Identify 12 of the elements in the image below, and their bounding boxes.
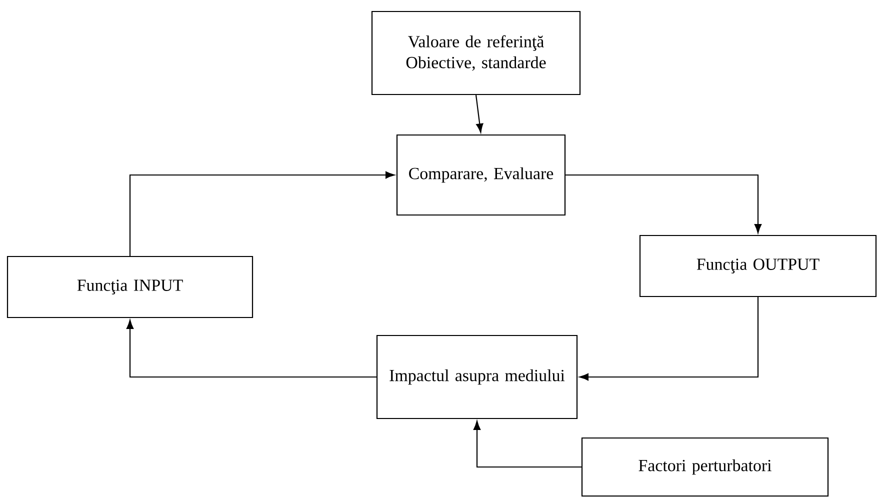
- process-box: Factori perturbatori: [581, 437, 829, 497]
- arrow: [126, 320, 376, 378]
- arrow: [566, 174, 762, 234]
- arrow: [475, 94, 484, 133]
- arrow: [129, 171, 395, 256]
- process-box: Funcţia OUTPUT: [639, 234, 877, 298]
- arrow: [579, 297, 759, 381]
- process-box: Funcţia INPUT: [6, 256, 254, 318]
- process-box: Impactul asupra mediului: [376, 334, 578, 420]
- process-box: Comparare, Evaluare: [396, 134, 566, 216]
- process-box: Valoare de referinţă Obiective, standarde: [371, 10, 581, 96]
- arrow: [473, 420, 582, 468]
